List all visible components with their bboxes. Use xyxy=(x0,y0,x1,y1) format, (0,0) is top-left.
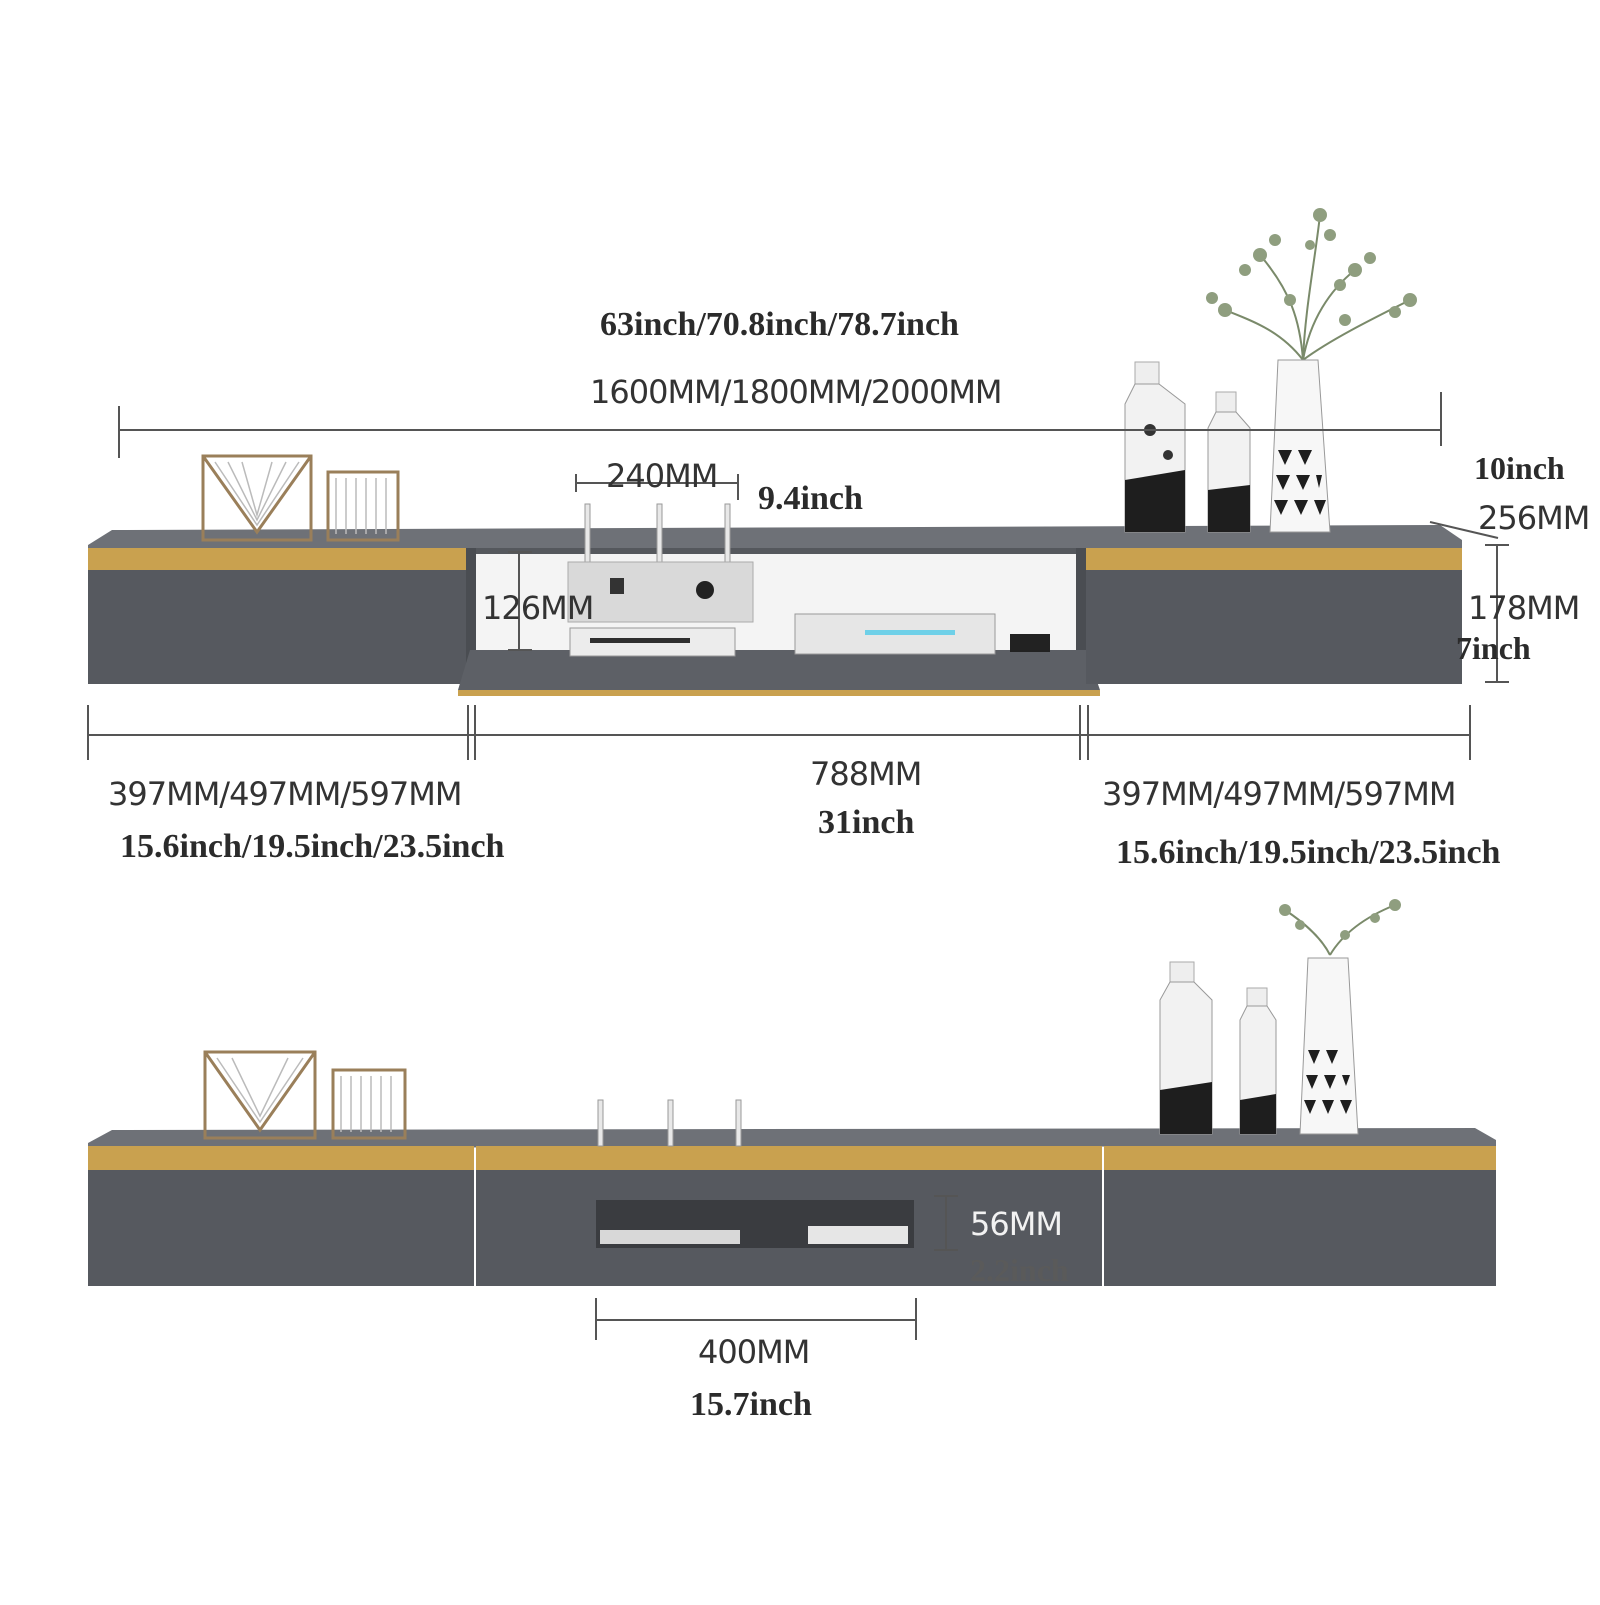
slot-height-inch-label: 2.2inch xyxy=(970,1252,1069,1288)
center-width-mm-label: 788MM xyxy=(810,755,922,793)
right-width-mm-label: 397MM/497MM/597MM xyxy=(1102,775,1456,813)
left-width-mm-label: 397MM/497MM/597MM xyxy=(108,775,462,813)
bottom-left-gold-strip xyxy=(88,1146,474,1170)
left-width-inch-label: 15.6inch/19.5inch/23.5inch xyxy=(120,828,505,865)
geometric-wire-ornament-icon xyxy=(201,454,400,542)
router-settop-box-icon xyxy=(567,503,1050,657)
bottom-left-drawer xyxy=(88,1170,474,1286)
geometric-wire-ornament-icon xyxy=(203,1050,407,1140)
top-dimension-lines xyxy=(87,392,1509,760)
open-height-mm-label: 126MM xyxy=(482,589,594,627)
height-mm-label: 178MM xyxy=(1468,589,1580,627)
depth-inch-label: 10inch xyxy=(1474,450,1565,486)
top-center-flap-edge xyxy=(458,690,1100,696)
depth-mm-label: 256MM xyxy=(1478,499,1590,537)
router-width-inch-label: 9.4inch xyxy=(758,480,863,517)
top-cabinet-top-surface xyxy=(88,525,1462,551)
top-left-gold-strip xyxy=(88,548,466,570)
bottom-dimension-lines xyxy=(595,1195,958,1340)
center-width-inch-label: 31inch xyxy=(818,804,915,841)
bottom-center-gold-strip xyxy=(476,1146,1102,1170)
bottom-cabinet-view xyxy=(88,899,1496,1286)
vase-plant-icon xyxy=(1159,899,1401,1135)
slot-height-mm-label: 56MM xyxy=(970,1205,1063,1243)
top-center-flap xyxy=(458,650,1100,690)
slot-width-inch-label: 15.7inch xyxy=(690,1386,812,1423)
height-inch-label: 7inch xyxy=(1456,630,1531,666)
top-left-drawer xyxy=(88,570,466,684)
top-cabinet-view xyxy=(88,208,1462,696)
top-right-drawer xyxy=(1086,570,1462,684)
top-right-gold-strip xyxy=(1086,548,1462,570)
right-width-inch-label: 15.6inch/19.5inch/23.5inch xyxy=(1116,834,1501,871)
bottom-right-drawer xyxy=(1104,1170,1496,1286)
bottom-cabinet-top-surface xyxy=(88,1128,1496,1148)
overall-width-mm-label: 1600MM/1800MM/2000MM xyxy=(590,373,1003,411)
slot-width-mm-label: 400MM xyxy=(698,1333,810,1371)
overall-width-inch-label: 63inch/70.8inch/78.7inch xyxy=(600,306,959,343)
bottom-right-gold-strip xyxy=(1104,1146,1496,1170)
vase-plant-icon xyxy=(1124,208,1417,533)
router-width-mm-label: 240MM xyxy=(606,457,718,495)
